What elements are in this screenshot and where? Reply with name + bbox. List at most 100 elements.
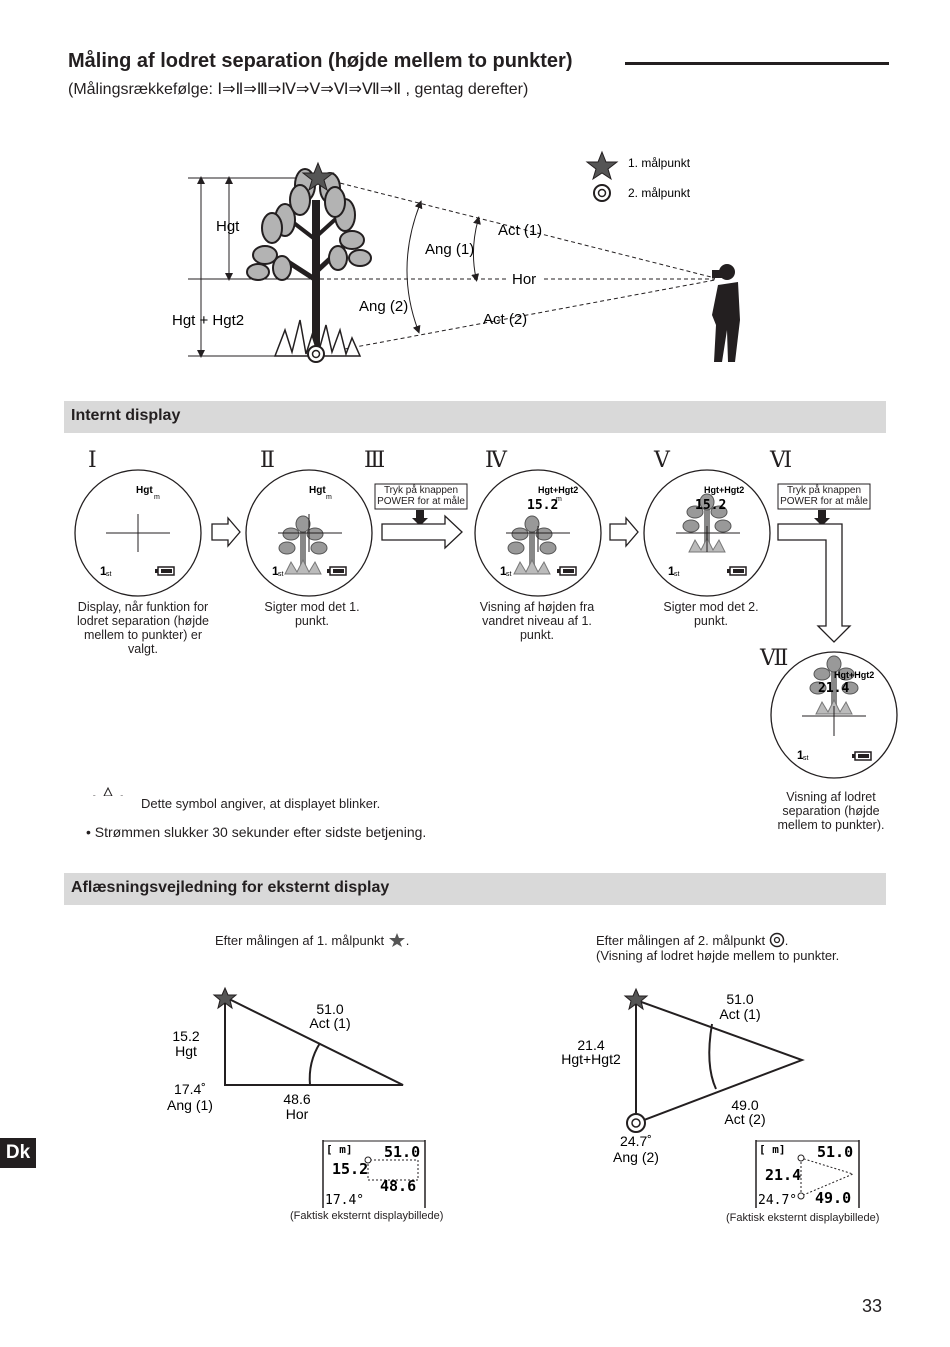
person-icon (712, 264, 740, 362)
ang1-label: Ang (1) (425, 241, 474, 258)
step-label-5: Ⅴ (654, 448, 670, 473)
display-step-4: Hgt+Hgt2 15.2 m 1 st (474, 469, 602, 597)
external-left-intro: Efter målingen af 1. målpunkt . (215, 933, 410, 948)
svg-text:Act (1): Act (1) (719, 1006, 760, 1022)
power-off-note: • Strømmen slukker 30 sekunder efter sid… (86, 824, 427, 840)
svg-text:15.2: 15.2 (332, 1160, 368, 1178)
title-rule (625, 62, 889, 65)
svg-text:17.4°: 17.4° (325, 1193, 364, 1208)
svg-text:st: st (803, 755, 809, 762)
display1-hgt: Hgt (136, 485, 153, 496)
hgt-hgt2-label: Hgt + Hgt2 (172, 312, 244, 329)
display-step-5: Hgt+Hgt2 15.2 1 st (643, 469, 771, 597)
svg-text:[ m]: [ m] (326, 1143, 353, 1156)
svg-text:24.7°: 24.7° (758, 1193, 797, 1208)
page-number: 33 (862, 1296, 883, 1316)
step-label-6: Ⅵ (770, 448, 793, 473)
external-right-lcd: [ m] 51.0 21.4 24.7° 49.0 (755, 1140, 860, 1208)
arrow-2-4 (381, 514, 463, 550)
svg-text:Ang (1): Ang (1) (167, 1097, 213, 1113)
svg-text:49.0: 49.0 (731, 1097, 758, 1113)
hgt-label: Hgt (216, 218, 240, 235)
page-title: Måling af lodret separation (højde melle… (68, 50, 573, 72)
svg-text:1: 1 (797, 748, 804, 762)
svg-text:1: 1 (272, 564, 279, 578)
measurement-diagram: Hgt Hgt + Hgt2 Ang (1) Ang (2) Act (1) A… (172, 150, 740, 363)
step-label-1: Ⅰ (88, 448, 97, 473)
display-step-2: Hgt m 1 st (245, 469, 373, 597)
svg-text:24.7˚: 24.7˚ (620, 1133, 652, 1149)
power-note-1: Tryk på knappen POWER for at måle (377, 485, 465, 507)
display-step-7: Hgt+Hgt2 21.4 1 st (770, 651, 898, 779)
svg-text:[ m]: [ m] (759, 1143, 786, 1156)
hor-label: Hor (512, 271, 536, 288)
internal-displays: Hgt m 1 st Hgt m 1 st Tryk på knappen PO… (74, 469, 898, 796)
act2-label: Act (2) (483, 311, 527, 328)
caption-step-2: Sigter mod det 1. punkt. (264, 600, 360, 628)
arrow-1-2 (211, 516, 241, 548)
svg-text:21.4: 21.4 (765, 1166, 801, 1184)
external-display-header: Aflæsningsvejledning for eksternt displa… (64, 873, 886, 905)
external-left-caption: (Faktisk eksternt displaybillede) (290, 1210, 444, 1222)
legend-target2: 2. målpunkt (628, 186, 691, 200)
svg-text:51.0: 51.0 (316, 1001, 343, 1017)
external-left-triangle: 51.0 Act (1) 15.2 Hgt 17.4˚ Ang (1) 48.6… (167, 986, 404, 1120)
svg-text:m: m (556, 496, 562, 503)
star-icon (212, 986, 238, 1010)
svg-text:15.2: 15.2 (172, 1028, 199, 1044)
svg-text:st: st (106, 571, 112, 578)
svg-text:Hgt: Hgt (309, 485, 326, 496)
external-right-triangle: 51.0 Act (1) 21.4 Hgt+Hgt2 49.0 Act (2) … (561, 987, 805, 1165)
blink-symbol-icon (93, 786, 123, 796)
step-label-2: Ⅱ (260, 448, 275, 473)
caption-step-1: Display, når funktion for lodret separat… (76, 600, 210, 656)
act1-label: Act (1) (498, 222, 542, 239)
svg-text:Hgt: Hgt (175, 1043, 197, 1059)
svg-text:Hgt+Hgt2: Hgt+Hgt2 (704, 485, 744, 495)
external-left-lcd: [ m] 51.0 15.2 48.6 17.4° (322, 1140, 426, 1208)
legend-target1: 1. målpunkt (628, 156, 691, 170)
svg-text:48.6: 48.6 (380, 1177, 416, 1195)
svg-text:Hor: Hor (286, 1106, 309, 1120)
svg-text:15.2: 15.2 (527, 498, 558, 513)
svg-text:21.4: 21.4 (577, 1037, 604, 1053)
svg-text:st: st (506, 571, 512, 578)
display-step-1: Hgt m 1 st (74, 469, 202, 597)
svg-text:48.6: 48.6 (283, 1091, 310, 1107)
arrow-5-7 (777, 523, 852, 643)
svg-text:m: m (326, 494, 332, 501)
svg-text:17.4˚: 17.4˚ (174, 1081, 206, 1097)
svg-text:Ang (2): Ang (2) (613, 1149, 659, 1165)
external-right-intro: Efter målingen af 2. målpunkt . (Visning… (596, 932, 840, 963)
external-right-caption: (Faktisk eksternt displaybillede) (726, 1212, 880, 1224)
step-label-3: Ⅲ (364, 448, 386, 473)
language-tab: Dk (0, 1138, 36, 1168)
ang2-label: Ang (2) (359, 298, 408, 315)
svg-text:15.2: 15.2 (695, 498, 726, 513)
svg-text:51.0: 51.0 (817, 1143, 853, 1161)
internal-display-header: Internt display (64, 401, 886, 433)
svg-text:51.0: 51.0 (384, 1143, 420, 1161)
svg-text:m: m (154, 494, 160, 501)
arrow-4-5 (609, 516, 639, 548)
svg-text:Hgt+Hgt2: Hgt+Hgt2 (538, 485, 578, 495)
caption-step-5: Sigter mod det 2. punkt. (663, 600, 759, 628)
svg-text:Hgt+Hgt2: Hgt+Hgt2 (561, 1051, 621, 1067)
svg-text:Act (2): Act (2) (724, 1111, 765, 1127)
svg-text:st: st (674, 571, 680, 578)
svg-text:51.0: 51.0 (726, 991, 753, 1007)
power-note-2: Tryk på knappen POWER for at måle (780, 485, 868, 507)
caption-step-4: Visning af højden fra vandret niveau af … (479, 600, 595, 642)
svg-text:1: 1 (100, 564, 107, 578)
svg-text:Act (1): Act (1) (309, 1015, 350, 1031)
svg-text:49.0: 49.0 (815, 1189, 851, 1207)
legend-star-icon (585, 150, 619, 181)
svg-text:st: st (278, 571, 284, 578)
svg-text:Hgt+Hgt2: Hgt+Hgt2 (834, 670, 874, 680)
blink-note: Dette symbol angiver, at displayet blink… (141, 796, 381, 811)
page-subtitle: (Målingsrækkefølge: Ⅰ⇒Ⅱ⇒Ⅲ⇒Ⅳ⇒Ⅴ⇒Ⅵ⇒Ⅶ⇒Ⅱ , ge… (68, 81, 529, 98)
star-icon (388, 933, 405, 947)
svg-text:1: 1 (500, 564, 507, 578)
star-icon (623, 987, 649, 1011)
step-label-4: Ⅳ (485, 448, 507, 473)
